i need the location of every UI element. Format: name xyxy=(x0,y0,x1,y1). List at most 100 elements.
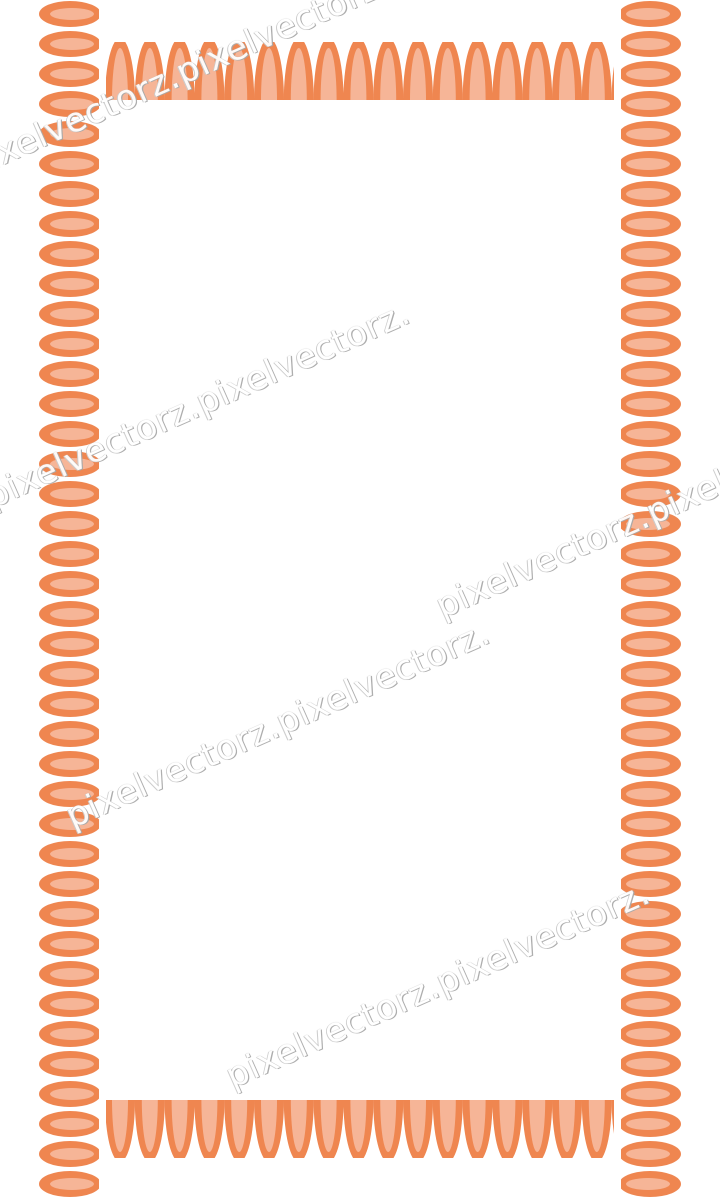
scallop-inner xyxy=(50,1088,94,1100)
scallop-inner xyxy=(50,38,94,50)
scallop-inner xyxy=(50,968,94,980)
scallop-inner xyxy=(626,848,670,860)
scallop-inner xyxy=(50,1058,94,1070)
arch-inner xyxy=(529,1100,546,1152)
scallop-inner xyxy=(50,578,94,590)
arch-inner xyxy=(290,48,307,100)
scallop-inner xyxy=(50,428,94,440)
arch-inner xyxy=(529,48,546,100)
scallop-inner xyxy=(626,488,670,500)
scallop-inner xyxy=(50,308,94,320)
arch-inner xyxy=(380,1100,397,1152)
arch-inner xyxy=(380,48,397,100)
scallop-inner xyxy=(626,638,670,650)
scallop-inner xyxy=(626,428,670,440)
arch-inner xyxy=(350,1100,367,1152)
scallop-inner xyxy=(626,1118,670,1130)
scallop-inner xyxy=(50,548,94,560)
arch-inner xyxy=(141,48,158,100)
arch-inner xyxy=(469,1100,486,1152)
scallop-inner xyxy=(626,128,670,140)
content-area xyxy=(100,100,620,1100)
scallop-inner xyxy=(50,218,94,230)
scallop-inner xyxy=(626,878,670,890)
arch-outer xyxy=(611,1100,614,1134)
scallop-inner xyxy=(626,458,670,470)
arch-inner xyxy=(231,48,248,100)
arch-inner xyxy=(141,1100,158,1152)
scallop-inner xyxy=(50,398,94,410)
scallop-inner xyxy=(50,668,94,680)
arch-inner xyxy=(588,1100,605,1152)
scallop-inner xyxy=(626,1148,670,1160)
scallop-inner xyxy=(50,68,94,80)
scallop-inner xyxy=(50,188,94,200)
scallop-inner xyxy=(50,608,94,620)
scallop-inner xyxy=(626,998,670,1010)
scallop-inner xyxy=(626,188,670,200)
arch-outer xyxy=(611,66,614,100)
arch-inner xyxy=(290,1100,307,1152)
scallop-inner xyxy=(626,1028,670,1040)
scallop-inner xyxy=(626,218,670,230)
scallop-inner xyxy=(50,98,94,110)
arch-inner xyxy=(201,48,218,100)
scallop-inner xyxy=(626,368,670,380)
scallop-inner xyxy=(626,98,670,110)
scallop-inner xyxy=(50,128,94,140)
scallop-inner xyxy=(626,788,670,800)
arch-inner xyxy=(410,1100,426,1152)
arch-inner xyxy=(559,1100,575,1152)
scallop-inner xyxy=(626,728,670,740)
scallop-inner xyxy=(50,728,94,740)
arch-inner xyxy=(469,48,486,100)
arch-inner xyxy=(320,1100,337,1152)
scallop-inner xyxy=(50,518,94,530)
scallop-inner xyxy=(626,38,670,50)
scallop-inner xyxy=(626,698,670,710)
arch-inner xyxy=(439,1100,456,1152)
arch-inner xyxy=(559,48,575,100)
scallop-inner xyxy=(50,278,94,290)
arch-inner xyxy=(112,48,128,100)
scallop-inner xyxy=(50,938,94,950)
scallop-inner xyxy=(626,308,670,320)
left-border-edge xyxy=(99,0,105,1200)
scallop-inner xyxy=(50,8,94,20)
bottom-border-scallops xyxy=(106,1100,614,1158)
scallop-inner xyxy=(50,1118,94,1130)
scallop-inner xyxy=(50,758,94,770)
scallop-inner xyxy=(50,1148,94,1160)
arch-inner xyxy=(588,48,605,100)
scallop-inner xyxy=(50,788,94,800)
scallop-inner xyxy=(50,158,94,170)
scallop-inner xyxy=(626,248,670,260)
top-border-scallops xyxy=(106,42,614,100)
arch-inner xyxy=(410,48,426,100)
bottom-scallop-border xyxy=(106,1100,614,1158)
scallop-inner xyxy=(626,668,670,680)
scallop-inner xyxy=(50,698,94,710)
scallop-inner xyxy=(626,758,670,770)
scallop-inner xyxy=(626,908,670,920)
right-scallop-border xyxy=(615,0,681,1200)
scallop-inner xyxy=(50,248,94,260)
scallop-inner xyxy=(626,968,670,980)
arch-inner xyxy=(171,1100,188,1152)
arch-inner xyxy=(350,48,367,100)
scallop-inner xyxy=(626,278,670,290)
scallop-inner xyxy=(626,548,670,560)
scallop-inner xyxy=(626,398,670,410)
left-scallop-border xyxy=(39,0,105,1200)
arch-inner xyxy=(201,1100,218,1152)
scallop-inner xyxy=(626,338,670,350)
scallop-inner xyxy=(50,458,94,470)
scallop-inner xyxy=(50,908,94,920)
scallop-inner xyxy=(50,878,94,890)
scallop-inner xyxy=(50,638,94,650)
scallop-inner xyxy=(626,608,670,620)
scallop-inner xyxy=(626,1088,670,1100)
scallop-inner xyxy=(50,818,94,830)
arch-inner xyxy=(499,48,516,100)
